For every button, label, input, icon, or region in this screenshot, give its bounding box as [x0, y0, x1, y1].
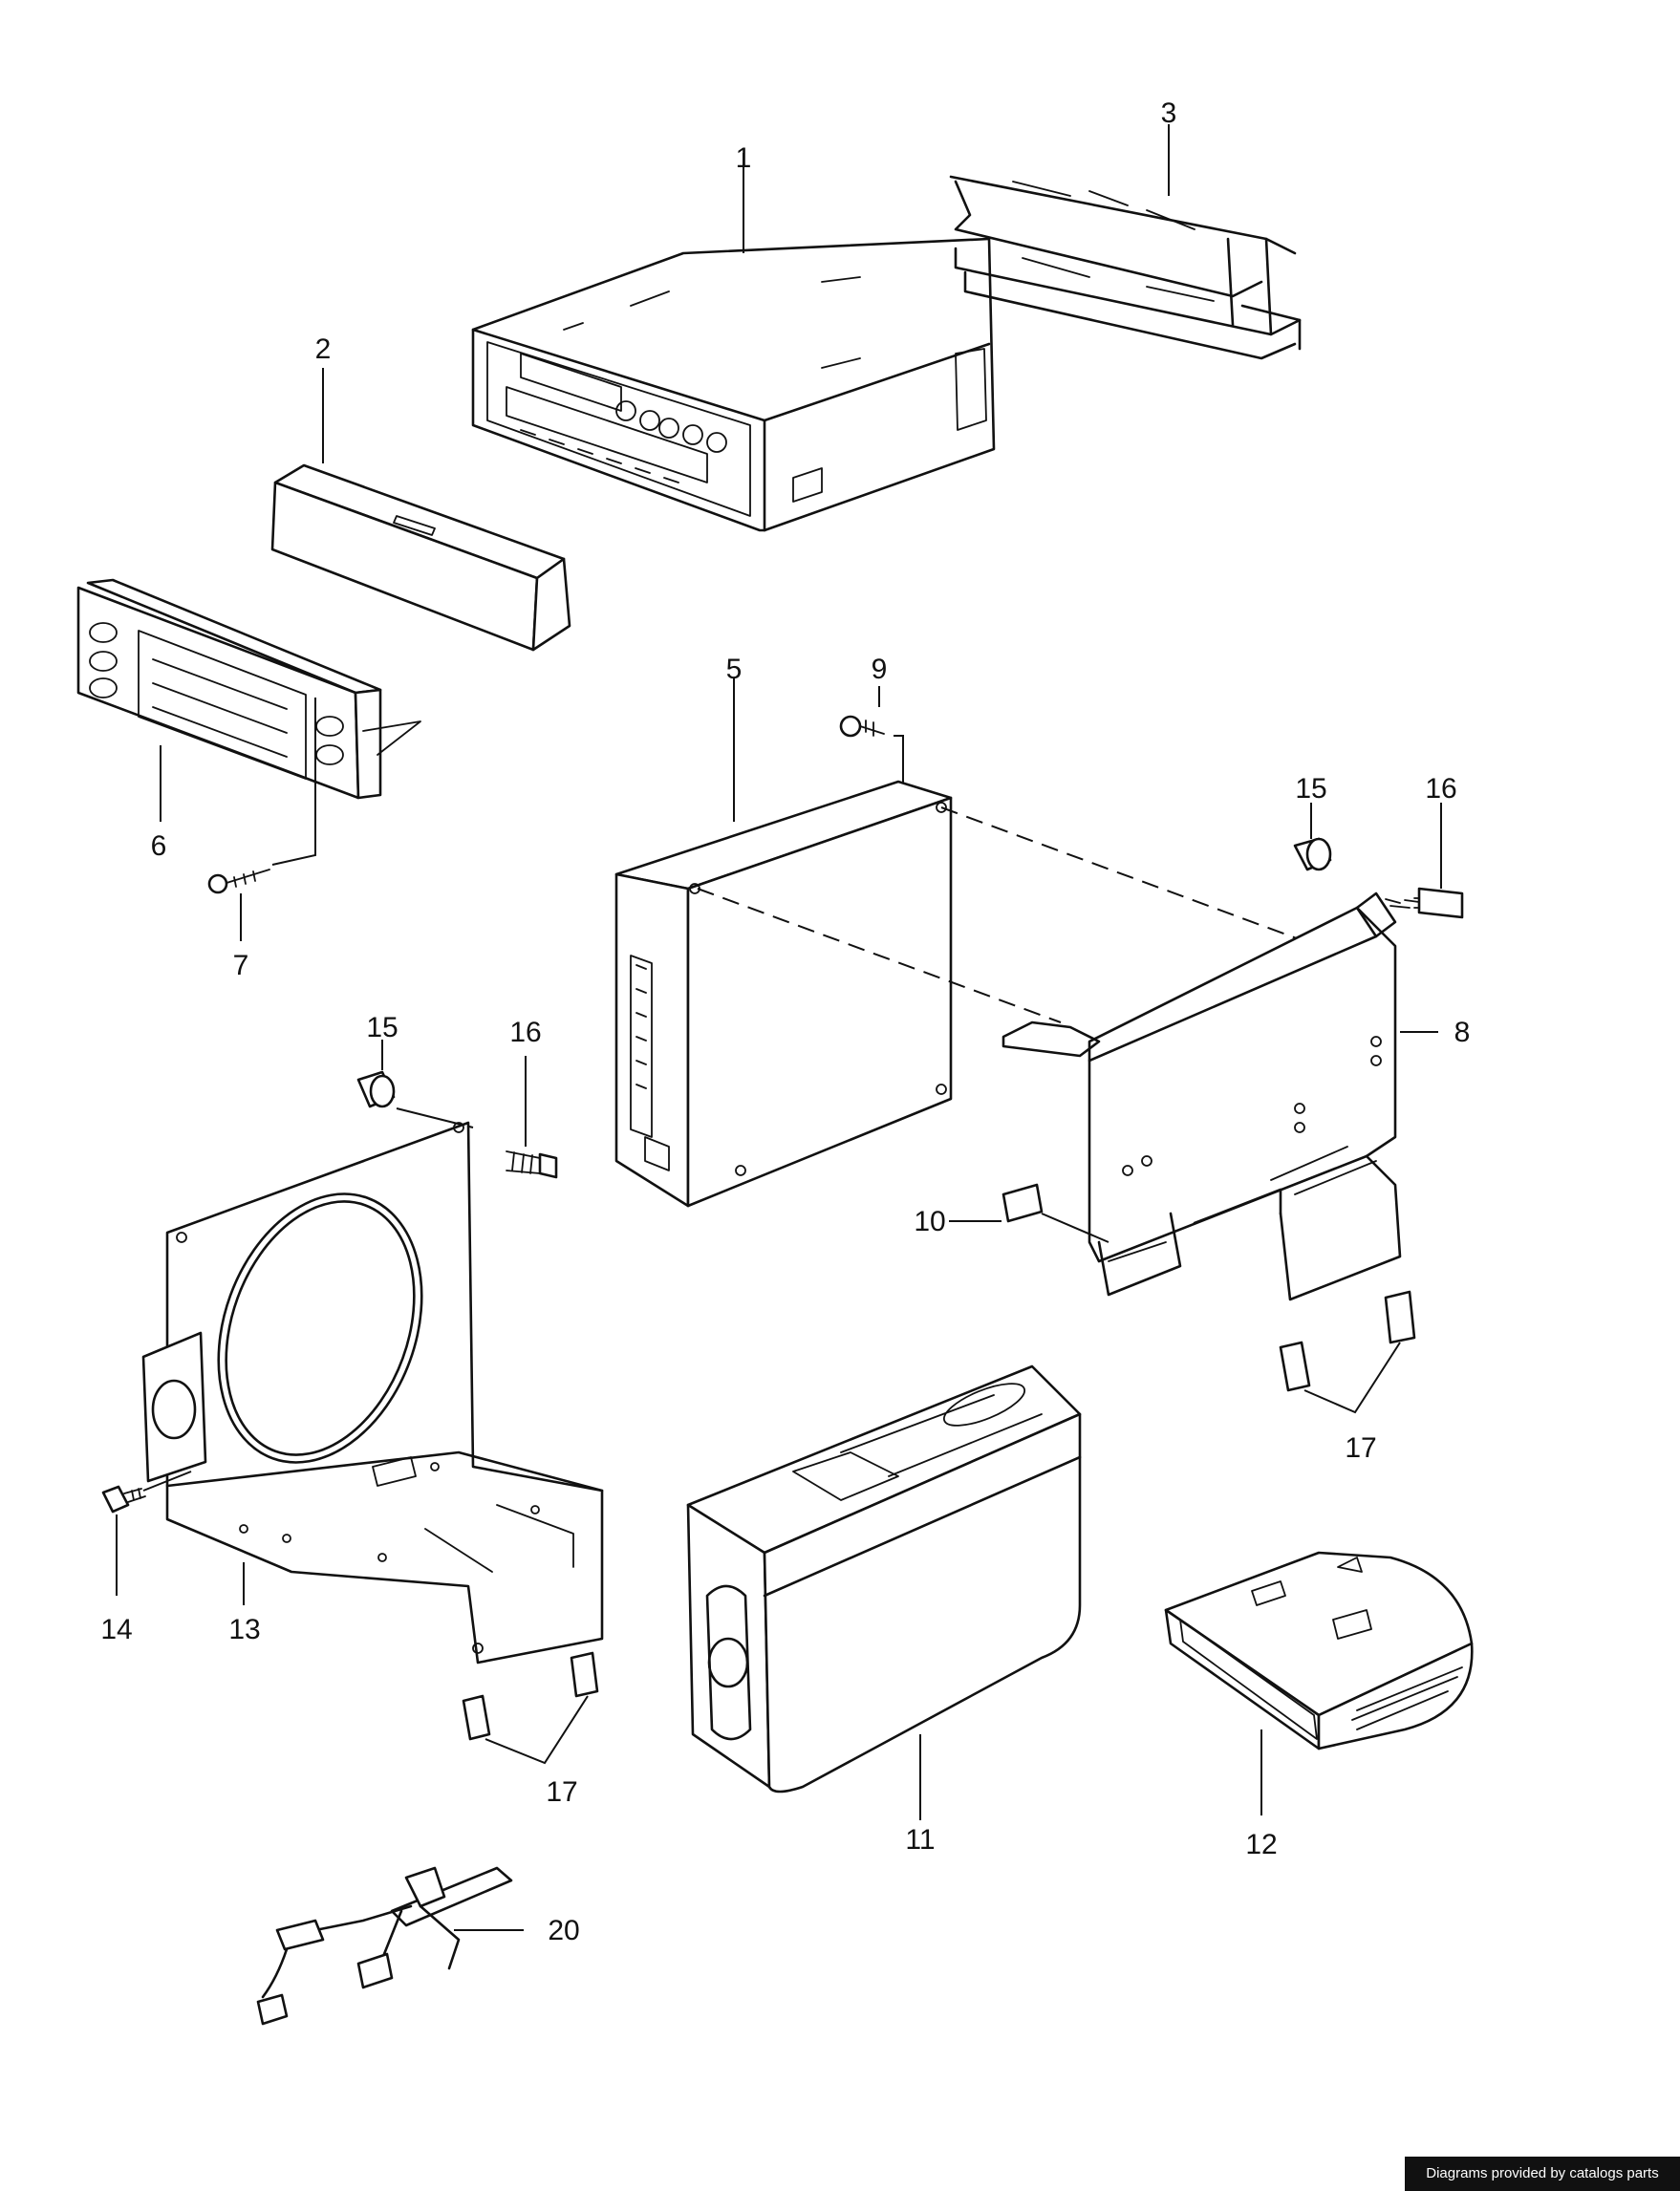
- callout-17-right: 17: [1345, 1432, 1376, 1464]
- callout-10: 10: [914, 1206, 945, 1237]
- callout-1: 1: [736, 142, 752, 174]
- callout-9: 9: [872, 654, 888, 685]
- leader-14b: [142, 1471, 192, 1492]
- callout-11: 11: [905, 1824, 935, 1856]
- part-20-wiring-harness[interactable]: [256, 1866, 513, 2026]
- alignment-line-lower: [697, 888, 1062, 1023]
- leader-17-right: [1303, 1342, 1401, 1414]
- callout-5: 5: [726, 654, 743, 685]
- part-17-clips-right[interactable]: [1279, 1290, 1416, 1392]
- callout-17-left: 17: [546, 1776, 577, 1808]
- part-1-radio-unit[interactable]: [471, 237, 996, 532]
- callout-16-left: 16: [509, 1017, 541, 1048]
- part-3-mounting-frame[interactable]: [949, 175, 1302, 360]
- part-14-bolt[interactable]: [101, 1485, 146, 1514]
- part-9-screw[interactable]: [839, 715, 885, 738]
- part-16-bolt-left[interactable]: [506, 1150, 558, 1179]
- part-12-cd-magazine[interactable]: [1164, 1551, 1474, 1751]
- callout-2: 2: [315, 333, 332, 365]
- callout-3: 3: [1161, 97, 1177, 129]
- part-15-spacer-right[interactable]: [1293, 837, 1332, 871]
- callout-16-right: 16: [1425, 773, 1456, 805]
- callout-14: 14: [100, 1614, 132, 1645]
- part-6-control-panel[interactable]: [76, 578, 421, 800]
- callout-6: 6: [151, 830, 167, 862]
- part-15-spacer-left[interactable]: [356, 1070, 396, 1108]
- leader-9b: [894, 735, 904, 784]
- part-10-clip[interactable]: [1002, 1183, 1044, 1223]
- leader-7a: [271, 698, 316, 866]
- callout-20: 20: [548, 1915, 579, 1946]
- part-11-console-box[interactable]: [686, 1364, 1082, 1794]
- callout-13: 13: [228, 1614, 260, 1645]
- part-8-bracket[interactable]: [1002, 891, 1402, 1301]
- callout-15-right: 15: [1295, 773, 1326, 805]
- callout-15-left: 15: [366, 1012, 398, 1043]
- callout-8: 8: [1454, 1017, 1471, 1048]
- leader-10b: [1041, 1213, 1109, 1243]
- callout-7: 7: [233, 950, 249, 981]
- alignment-line-upper: [940, 806, 1305, 942]
- callout-12: 12: [1245, 1829, 1277, 1860]
- leader-17-left: [485, 1695, 589, 1765]
- part-5-amplifier[interactable]: [614, 780, 953, 1208]
- credit-banner: Diagrams provided by catalogs parts: [1405, 2157, 1680, 2191]
- part-17-clips-left[interactable]: [462, 1651, 599, 1741]
- part-13-speaker-bracket[interactable]: [141, 1121, 604, 1665]
- part-2-front-cover[interactable]: [270, 463, 571, 652]
- part-16-bolt-right[interactable]: [1385, 887, 1464, 919]
- part-7-screw[interactable]: [207, 869, 270, 894]
